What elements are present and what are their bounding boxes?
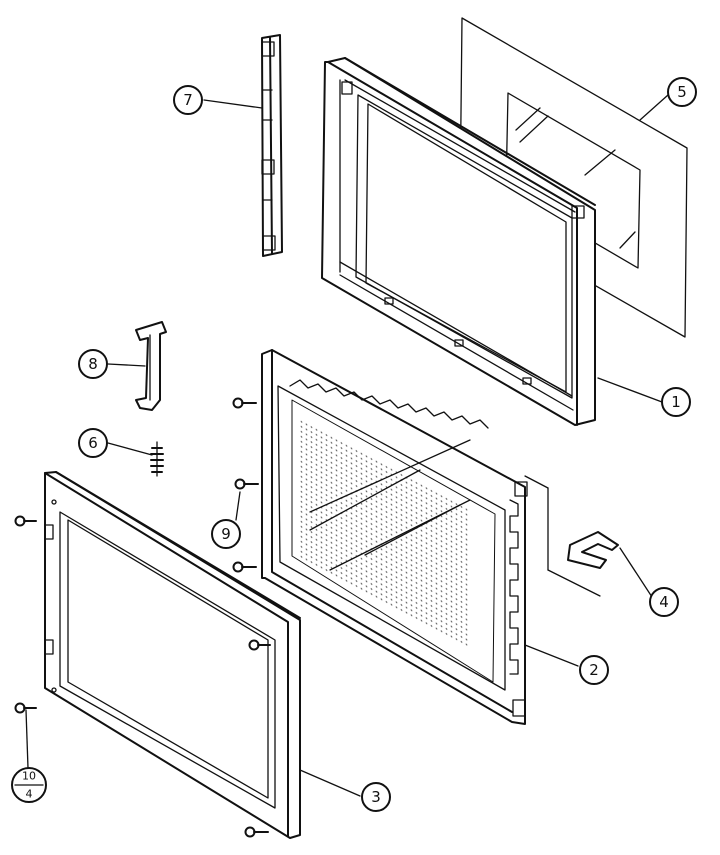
callout-label: 9	[221, 525, 231, 543]
callout-3: 3	[361, 782, 391, 812]
callout-6: 6	[78, 428, 108, 458]
callout-8: 8	[78, 349, 108, 379]
callout-label: 2	[589, 661, 599, 679]
callout-numerator: 10	[22, 770, 36, 783]
callout-label: 8	[88, 355, 98, 373]
screw-icon	[14, 515, 37, 527]
callout-10-4: 10 4	[11, 767, 47, 803]
spring-part	[150, 441, 164, 477]
callout-denominator: 4	[26, 788, 33, 801]
latch-hook-part	[135, 321, 167, 411]
callout-label: 6	[88, 434, 98, 452]
callout-2: 2	[579, 655, 609, 685]
callout-7: 7	[173, 85, 203, 115]
callout-label: 3	[371, 788, 381, 806]
inner-door-panel-part	[261, 349, 601, 725]
door-trim-part	[44, 471, 301, 839]
screw-icon	[234, 478, 259, 490]
outer-door-frame-part	[321, 57, 596, 426]
callout-9: 9	[211, 519, 241, 549]
screw-icon	[232, 397, 257, 409]
bracket-part	[567, 531, 619, 569]
screw-icon	[232, 561, 257, 573]
screw-icon	[244, 826, 269, 838]
screw-icon	[248, 639, 271, 651]
callout-1: 1	[661, 387, 691, 417]
leader-lines	[25, 94, 669, 797]
callout-label: 7	[183, 91, 193, 109]
latch-strip-part	[261, 34, 283, 257]
callout-4: 4	[649, 587, 679, 617]
callout-5: 5	[667, 77, 697, 107]
callout-label: 5	[677, 83, 687, 101]
screw-group	[14, 397, 271, 838]
callout-label: 1	[671, 393, 681, 411]
callout-label: 4	[659, 593, 669, 611]
screw-icon	[14, 702, 37, 714]
